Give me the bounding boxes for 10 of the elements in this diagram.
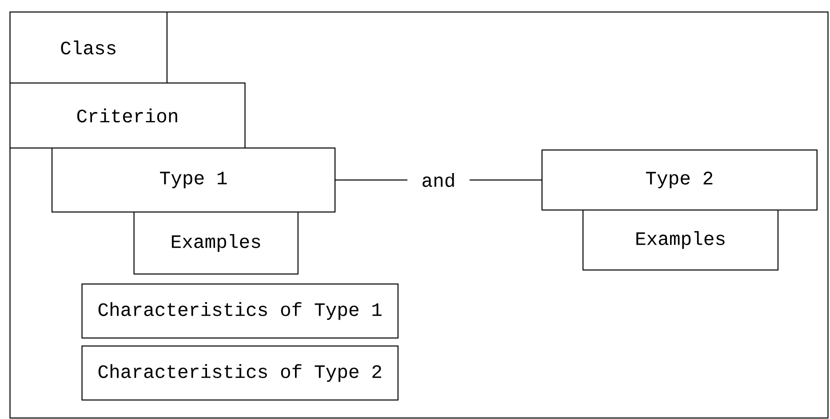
examples-box: Examples [582,210,778,270]
type-box: Type 2 [542,150,818,210]
label-box: Class [10,12,168,84]
edge-label: and [407,171,470,189]
label-box: Criterion [10,82,246,148]
frame [10,12,828,418]
examples-box: Examples [134,212,298,274]
type-box: Type 1 [52,148,336,212]
characteristics-box: Characteristics of Type 1 [82,284,398,338]
characteristics-box: Characteristics of Type 2 [82,346,398,400]
